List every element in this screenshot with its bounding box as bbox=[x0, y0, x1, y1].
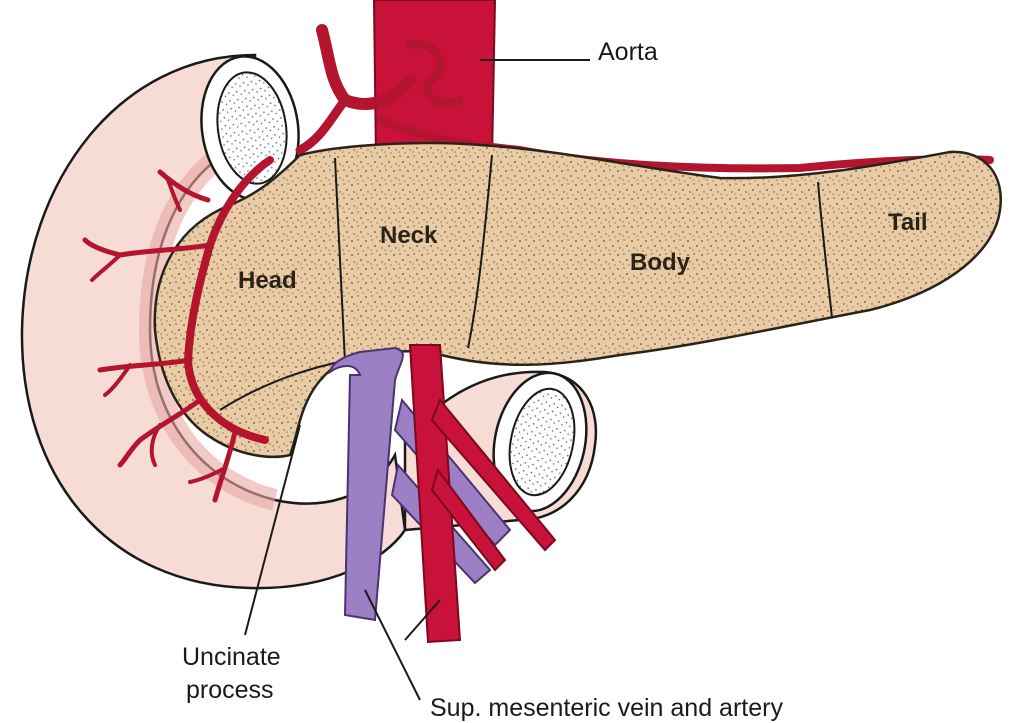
tail-label: Tail bbox=[888, 209, 928, 236]
uncinate-label-line1: Uncinate bbox=[182, 643, 281, 671]
sup-mesenteric-label: Sup. mesenteric vein and artery bbox=[430, 694, 783, 722]
head-label: Head bbox=[238, 267, 297, 294]
aorta-label: Aorta bbox=[598, 38, 658, 66]
neck-label: Neck bbox=[380, 222, 438, 249]
body-label: Body bbox=[630, 249, 691, 276]
sup-mesenteric-callout-line bbox=[365, 590, 420, 700]
uncinate-label-line2: process bbox=[186, 676, 274, 704]
